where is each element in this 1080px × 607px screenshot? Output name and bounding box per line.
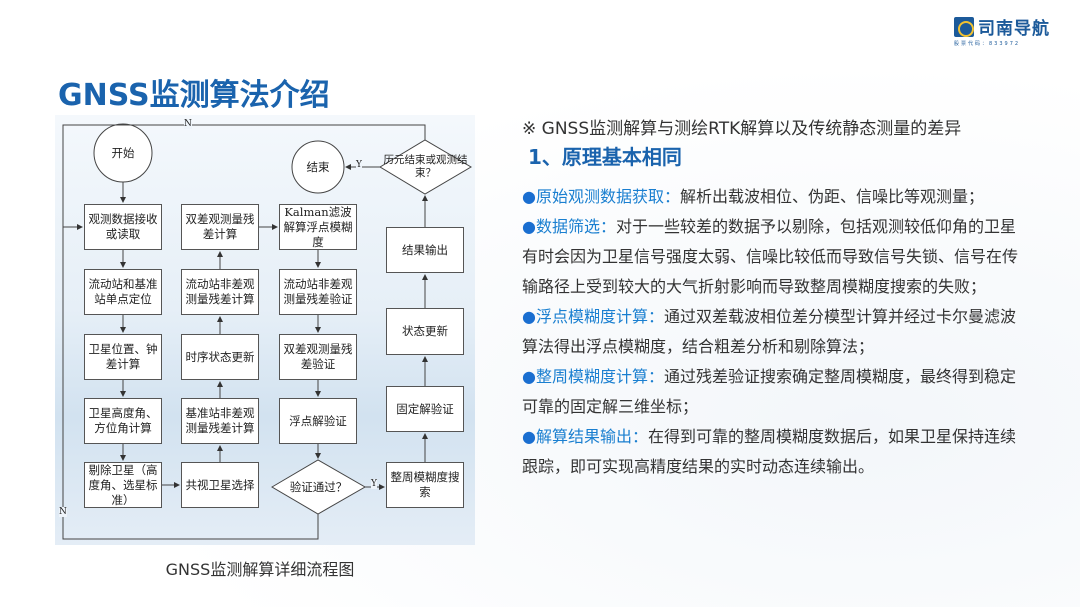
flow-box: 状态更新 <box>386 308 464 355</box>
bullet-item: ●整周模糊度计算：通过残差验证搜索确定整周模糊度，最终得到稳定可靠的固定解三维坐… <box>522 362 1022 422</box>
end-node: 结束 <box>306 159 330 174</box>
company-logo: 司南导航 股票代码：833972 <box>954 14 1050 47</box>
flow-box: 结果输出 <box>386 227 464 273</box>
section-heading: 1、原理基本相同 <box>528 145 682 169</box>
bullet-item: ●原始观测数据获取：解析出载波相位、伪距、信噪比等观测量； <box>522 182 1022 212</box>
bullet-item: ●浮点模糊度计算：通过双差载波相位差分模型计算并经过卡尔曼滤波算法得出浮点模糊度… <box>522 302 1022 362</box>
bullet-text: 对于一些较差的数据予以剔除，包括观测较低仰角的卫星有时会因为卫星信号强度太弱、信… <box>522 217 1019 296</box>
flow-box: 双差观测量残差验证 <box>279 334 357 380</box>
flowchart: 开始 结束 历元结束或观测结束？ 验证通过？ 观测数据接收或读取 流动站和基准站… <box>55 115 475 545</box>
bullet-text: 在得到可靠的整周模糊度数据后，如果卫星保持连续跟踪，即可实现高精度结果的实时动态… <box>522 427 1016 476</box>
flow-box: 共视卫星选择 <box>181 462 259 508</box>
flowchart-connectors <box>62 123 472 540</box>
verify-decision: 验证通过？ <box>289 479 348 494</box>
logo-name: 司南导航 <box>978 19 1050 39</box>
bullet-key: 整周模糊度计算： <box>535 367 664 386</box>
bullet-key: 浮点模糊度计算： <box>535 307 664 326</box>
flow-box: 流动站非差观测量残差计算 <box>181 269 259 315</box>
start-node: 开始 <box>111 145 135 160</box>
bullet-icon: ● <box>522 427 536 446</box>
figure-caption: GNSS监测解算详细流程图 <box>165 560 355 579</box>
bullet-item: ●数据筛选：对于一些较差的数据予以剔除，包括观测较低仰角的卫星有时会因为卫星信号… <box>522 212 1022 302</box>
end-circle <box>291 140 345 194</box>
bullet-text: 通过双差载波相位差分模型计算并经过卡尔曼滤波算法得出浮点模糊度，结合粗差分析和剔… <box>522 307 1016 356</box>
logo-icon <box>954 16 974 37</box>
no-label: N <box>59 507 67 517</box>
bullet-icon: ● <box>522 217 536 236</box>
note-text: ※ GNSS监测解算与测绘RTK解算以及传统静态测量的差异 <box>522 119 962 139</box>
bullet-icon: ● <box>522 187 536 206</box>
page-title: GNSS监测算法介绍 <box>58 78 330 113</box>
epoch-end-decision: 历元结束或观测结束？ <box>383 154 468 179</box>
yes-label: Y <box>356 160 362 170</box>
bullet-item: ●解算结果输出：在得到可靠的整周模糊度数据后，如果卫星保持连续跟踪，即可实现高精… <box>522 422 1022 482</box>
logo-stock-code: 股票代码：833972 <box>954 41 1021 47</box>
flow-box: 观测数据接收或读取 <box>84 204 162 250</box>
flow-box: 卫星位置、钟差计算 <box>84 334 162 380</box>
flow-box: 固定解验证 <box>386 386 464 432</box>
flow-box: 流动站和基准站单点定位 <box>84 269 162 315</box>
flow-box: 浮点解验证 <box>279 398 357 444</box>
flow-box: 流动站非差观测量残差验证 <box>279 269 357 315</box>
bullet-icon: ● <box>522 307 536 326</box>
flow-box: 时序状态更新 <box>181 334 259 380</box>
flow-box: Kalman滤波解算浮点模糊度 <box>279 204 357 250</box>
content-panel: ※ GNSS监测解算与测绘RTK解算以及传统静态测量的差异 1、原理基本相同 ●… <box>522 114 1022 482</box>
yes-label: Y <box>371 479 377 489</box>
flow-box: 基准站非差观测量残差计算 <box>181 398 259 444</box>
flow-box: 双差观测量残差计算 <box>181 204 259 250</box>
epoch-end-diamond <box>379 139 472 195</box>
flow-box: 整周模糊度搜索 <box>386 462 464 508</box>
flow-box: 剔除卫星（高度角、选星标准） <box>84 462 162 508</box>
bullet-key: 原始观测数据获取： <box>535 187 680 206</box>
bullet-icon: ● <box>522 367 536 386</box>
bullet-key: 数据筛选： <box>535 217 616 236</box>
bullet-text: 通过残差验证搜索确定整周模糊度，最终得到稳定可靠的固定解三维坐标； <box>522 367 1016 416</box>
bullet-text: 解析出载波相位、伪距、信噪比等观测量； <box>679 187 984 206</box>
bullet-key: 解算结果输出： <box>535 427 648 446</box>
no-label: N <box>184 119 192 129</box>
flow-box: 卫星高度角、方位角计算 <box>84 398 162 444</box>
